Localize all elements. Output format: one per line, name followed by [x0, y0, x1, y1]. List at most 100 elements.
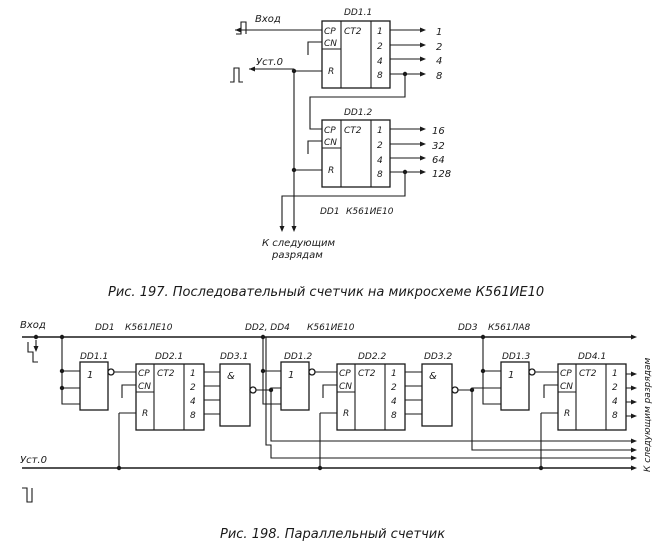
fig197-next-label-1: К следующим — [262, 238, 335, 249]
fig197-legend-ref: DD1 — [320, 207, 340, 217]
svg-text:DD3.1: DD3.1 — [220, 352, 248, 362]
fig197-caption: Рис. 197. Последовательный счетчик на ми… — [108, 285, 544, 300]
svg-text:&: & — [227, 371, 235, 382]
fig198-group2-ref: DD2, DD4 — [245, 323, 290, 333]
svg-text:1: 1 — [508, 370, 514, 381]
fig198-side-label: К следующим разрядам — [643, 358, 653, 472]
svg-text:DD2.1: DD2.1 — [155, 352, 183, 362]
fig198-nand-2: DD3.2 & — [421, 352, 501, 427]
fig198-input-label: Вход — [20, 320, 46, 331]
svg-text:CP: CP — [339, 369, 351, 379]
fig198-counter-3: DD4.1 CP CN R CT2 1 2 4 8 — [540, 352, 637, 468]
svg-text:1: 1 — [612, 369, 618, 379]
fig198-input-drops — [59, 334, 501, 405]
fig197-input-pulse-icon — [236, 21, 247, 35]
fig197-chip1-outputs: 1 2 4 8 — [390, 27, 442, 82]
fig197-out-16: 16 — [432, 126, 445, 137]
fig197-chip1-pin-cp: CP — [324, 27, 336, 37]
fig197-chip2-outputs: 16 32 64 128 — [390, 126, 451, 180]
fig197-input-arrow-icon — [235, 27, 241, 33]
svg-text:CT2: CT2 — [157, 369, 175, 379]
svg-text:8: 8 — [190, 411, 196, 421]
fig197-out-32: 32 — [432, 141, 445, 152]
fig197-next-label-2: разрядам — [271, 250, 323, 261]
fig197-out-128: 128 — [432, 169, 451, 180]
svg-text:CN: CN — [560, 382, 573, 392]
svg-text:DD1.1: DD1.1 — [80, 352, 108, 362]
svg-text:CN: CN — [339, 382, 352, 392]
svg-text:CT2: CT2 — [579, 369, 597, 379]
svg-text:8: 8 — [612, 411, 618, 421]
svg-text:2: 2 — [190, 383, 196, 393]
fig197-reset-arrow-icon — [249, 66, 255, 72]
svg-text:DD1.2: DD1.2 — [284, 352, 312, 362]
fig197-out-2: 2 — [436, 42, 442, 53]
svg-text:&: & — [429, 371, 437, 382]
fig197-chip1-weight-1: 1 — [377, 27, 383, 37]
fig198-group1-ref: DD1 — [95, 323, 115, 333]
svg-text:DD4.1: DD4.1 — [578, 352, 606, 362]
fig198-inverter-3: DD1.3 1 — [500, 352, 558, 411]
svg-text:R: R — [343, 409, 349, 419]
svg-text:CP: CP — [560, 369, 572, 379]
fig197-chip2-weight-4: 4 — [377, 156, 383, 166]
fig197-chip2-pin-cn: CN — [324, 138, 337, 148]
svg-text:4: 4 — [612, 397, 618, 407]
svg-text:R: R — [564, 409, 570, 419]
fig198-group3-ref: DD3 — [458, 323, 478, 333]
fig198-output-buses — [265, 337, 637, 461]
fig198-inverter-2: DD1.2 1 — [280, 352, 337, 411]
fig197-out-64: 64 — [432, 155, 445, 166]
fig197-chip1-pin-cn: CN — [324, 39, 337, 49]
svg-text:1: 1 — [288, 370, 294, 381]
fig197-out-8: 8 — [436, 71, 442, 82]
fig198-inverter-1: DD1.1 1 — [79, 352, 136, 411]
fig197-chip1-weight-2: 2 — [377, 42, 383, 52]
fig197-legend-type: К561ИЕ10 — [346, 207, 394, 217]
svg-text:2: 2 — [391, 383, 397, 393]
fig197-chip2-weight-1: 1 — [377, 126, 383, 136]
svg-text:8: 8 — [391, 411, 397, 421]
fig197-chip2-name: DD1.2 — [344, 108, 372, 118]
fig198-nand-1: DD3.1 & — [219, 352, 281, 427]
fig198-group2-type: К561ИЕ10 — [307, 323, 355, 333]
svg-text:4: 4 — [190, 397, 196, 407]
fig198-parallel-counter: DD1 К561ЛЕ10 DD2, DD4 К561ИЕ10 DD3 К561Л… — [20, 320, 653, 542]
svg-text:CN: CN — [138, 382, 151, 392]
fig197-chip2-func: CT2 — [344, 126, 362, 136]
fig197-chip1-weight-4: 4 — [377, 57, 383, 67]
fig197-reset-pulse-icon — [230, 67, 243, 83]
fig197-chip1-pin-r: R — [328, 67, 334, 77]
fig198-counter-1: DD2.1 CP CN R CT2 1 2 4 8 — [118, 352, 220, 468]
fig197-chip2-weight-8: 8 — [377, 170, 383, 180]
svg-text:1: 1 — [87, 370, 93, 381]
fig198-reset-pulse-icon — [22, 487, 33, 503]
fig197-chip1-name: DD1.1 — [344, 8, 372, 18]
svg-text:DD1.3: DD1.3 — [502, 352, 530, 362]
fig197-reset-label: Уст.0 — [256, 57, 283, 68]
fig198-group3-type: К561ЛА8 — [488, 323, 530, 333]
svg-text:DD3.2: DD3.2 — [424, 352, 452, 362]
svg-text:CP: CP — [138, 369, 150, 379]
fig197-chip1-box — [321, 20, 391, 89]
svg-text:1: 1 — [391, 369, 397, 379]
fig197-chip2-box — [321, 119, 391, 188]
fig197-out-4: 4 — [436, 56, 442, 67]
fig198-counter-2: DD2.2 CP CN R CT2 1 2 4 8 — [319, 352, 422, 468]
svg-text:CT2: CT2 — [358, 369, 376, 379]
fig197-out-1: 1 — [436, 27, 442, 38]
fig197-input-label: Вход — [255, 14, 281, 25]
fig198-caption: Рис. 198. Параллельный счетчик — [220, 527, 445, 542]
fig198-group1-type: К561ЛЕ10 — [125, 323, 173, 333]
fig198-reset-label: Уст.0 — [20, 455, 47, 466]
fig197-chip1-weight-8: 8 — [377, 71, 383, 81]
svg-text:4: 4 — [391, 397, 397, 407]
fig197-chip2-weight-2: 2 — [377, 141, 383, 151]
fig197-chip2-pin-cp: CP — [324, 126, 336, 136]
fig197-series-counter: Вход Уст.0 DD1.1 CP CN R CT2 1 2 4 8 — [108, 8, 544, 300]
svg-text:2: 2 — [612, 383, 618, 393]
svg-text:DD2.2: DD2.2 — [358, 352, 386, 362]
svg-text:R: R — [142, 409, 148, 419]
